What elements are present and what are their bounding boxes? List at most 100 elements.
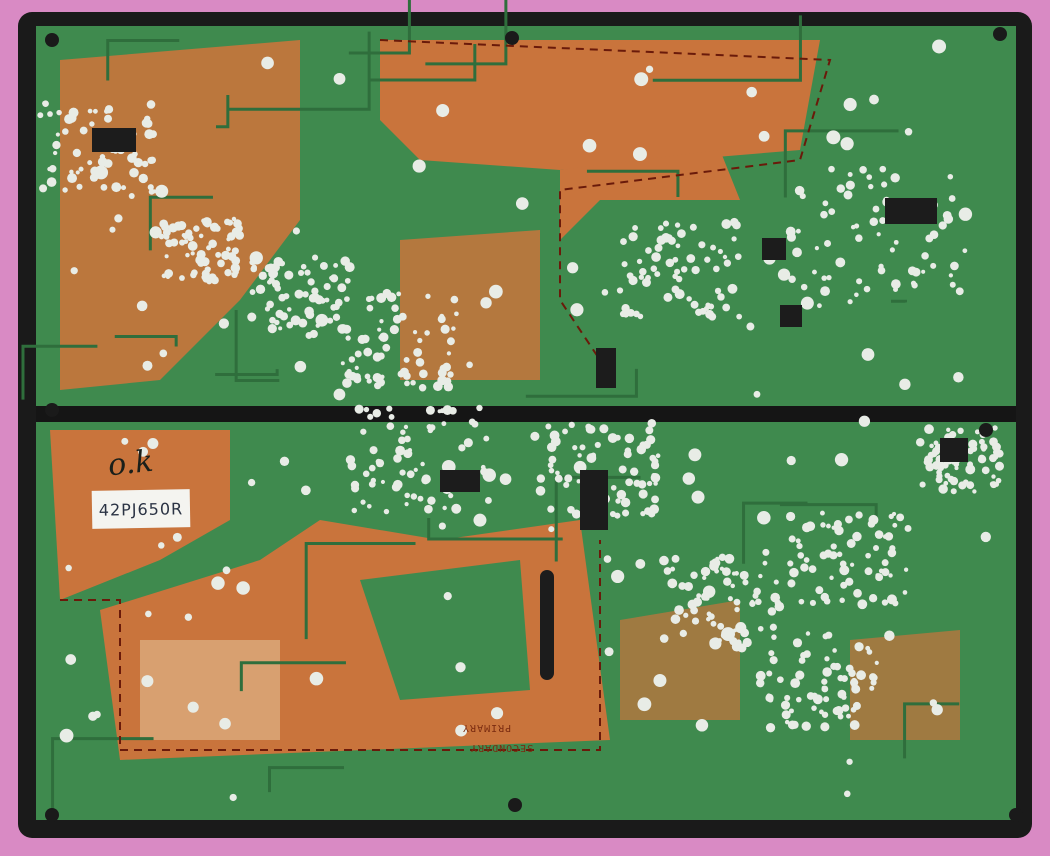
solder-pad bbox=[315, 313, 329, 327]
solder-pad bbox=[809, 599, 817, 607]
solder-pad bbox=[819, 510, 825, 516]
solder-pad bbox=[65, 564, 72, 572]
solder-pad bbox=[392, 314, 402, 324]
solder-pad bbox=[927, 451, 935, 459]
solder-pad bbox=[324, 297, 330, 303]
solder-pad bbox=[440, 324, 450, 334]
solder-pad bbox=[415, 358, 425, 367]
solder-pad bbox=[724, 553, 735, 564]
solder-pad bbox=[846, 713, 851, 719]
solder-pad bbox=[42, 100, 49, 108]
solder-pad bbox=[762, 548, 770, 556]
solder-pad bbox=[620, 238, 627, 245]
solder-pad bbox=[330, 304, 337, 311]
solder-pad bbox=[87, 108, 93, 114]
solder-pad bbox=[837, 689, 847, 699]
solder-pad bbox=[312, 254, 319, 261]
solder-pad bbox=[915, 437, 925, 447]
solder-pad bbox=[172, 532, 182, 542]
solder-pad bbox=[717, 622, 725, 630]
solder-pad bbox=[480, 464, 486, 470]
solder-pad bbox=[334, 298, 343, 307]
solder-pad bbox=[425, 405, 435, 415]
solder-pad bbox=[618, 465, 627, 474]
solder-pad bbox=[286, 321, 294, 329]
solder-pad bbox=[671, 554, 680, 563]
solder-pad bbox=[950, 261, 959, 271]
solder-pad bbox=[750, 599, 755, 605]
solder-pad bbox=[466, 361, 473, 369]
solder-pad bbox=[800, 563, 809, 572]
solder-pad bbox=[473, 513, 487, 527]
solder-pad bbox=[980, 531, 991, 543]
solder-pad bbox=[689, 223, 697, 231]
solder-pad bbox=[442, 405, 453, 415]
solder-pad bbox=[417, 495, 424, 502]
solder-pad bbox=[691, 265, 700, 275]
solder-pad bbox=[811, 705, 817, 711]
solder-pad bbox=[187, 241, 198, 251]
solder-pad bbox=[570, 303, 584, 317]
solder-pad bbox=[817, 303, 822, 309]
solder-pad bbox=[974, 429, 980, 435]
solder-pad bbox=[417, 337, 423, 344]
solder-pad bbox=[859, 166, 867, 174]
solder-pad bbox=[822, 667, 832, 677]
solder-pad bbox=[300, 263, 307, 270]
solder-pad bbox=[121, 437, 129, 445]
solder-pad bbox=[412, 330, 418, 335]
solder-pad bbox=[981, 446, 987, 452]
solder-pad bbox=[344, 277, 351, 284]
solder-pad bbox=[861, 348, 875, 361]
solder-pad bbox=[663, 292, 673, 302]
solder-pad bbox=[736, 313, 743, 320]
solder-pad bbox=[823, 597, 831, 605]
solder-pad bbox=[628, 232, 638, 242]
solder-pad bbox=[733, 598, 741, 606]
solder-pad bbox=[899, 378, 911, 391]
trace bbox=[304, 541, 416, 640]
solder-pad bbox=[948, 195, 956, 202]
solder-pad bbox=[786, 455, 796, 466]
solder-pad bbox=[659, 555, 669, 566]
solder-pad bbox=[822, 200, 829, 207]
trace bbox=[21, 344, 98, 400]
solder-pad bbox=[691, 490, 705, 504]
solder-pad bbox=[803, 557, 810, 563]
solder-pad bbox=[235, 230, 245, 240]
solder-pad bbox=[420, 461, 425, 467]
solder-pad bbox=[700, 566, 711, 577]
solder-pad bbox=[887, 548, 897, 558]
solder-pad bbox=[233, 219, 242, 228]
solder-pad bbox=[225, 246, 231, 252]
solder-pad bbox=[695, 719, 709, 732]
solder-pad bbox=[868, 594, 878, 603]
solder-pad bbox=[548, 526, 555, 533]
solder-pad bbox=[351, 507, 358, 514]
solder-pad bbox=[231, 271, 238, 279]
solder-pad bbox=[879, 165, 887, 173]
solder-pad bbox=[638, 480, 647, 489]
solder-pad bbox=[667, 578, 678, 589]
solder-pad bbox=[706, 616, 711, 622]
solder-pad bbox=[950, 488, 957, 495]
solder-pad bbox=[585, 424, 595, 434]
solder-pad bbox=[742, 637, 752, 648]
solder-pad bbox=[690, 606, 698, 615]
solder-pad bbox=[576, 479, 581, 484]
solder-pad bbox=[165, 239, 174, 248]
solder-pad bbox=[395, 445, 406, 456]
solder-pad bbox=[482, 468, 496, 482]
solder-pad bbox=[476, 404, 483, 412]
solder-pad bbox=[769, 656, 778, 665]
solder-pad bbox=[690, 300, 699, 309]
solder-pad bbox=[981, 466, 990, 475]
solder-pad bbox=[132, 151, 138, 157]
solder-pad bbox=[448, 493, 454, 499]
solder-pad bbox=[515, 197, 529, 210]
solder-pad bbox=[62, 187, 68, 193]
solder-pad bbox=[236, 581, 250, 595]
solder-pad bbox=[397, 370, 405, 378]
sticker-label: 42PJ650R bbox=[98, 498, 184, 520]
solder-pad bbox=[629, 467, 639, 476]
